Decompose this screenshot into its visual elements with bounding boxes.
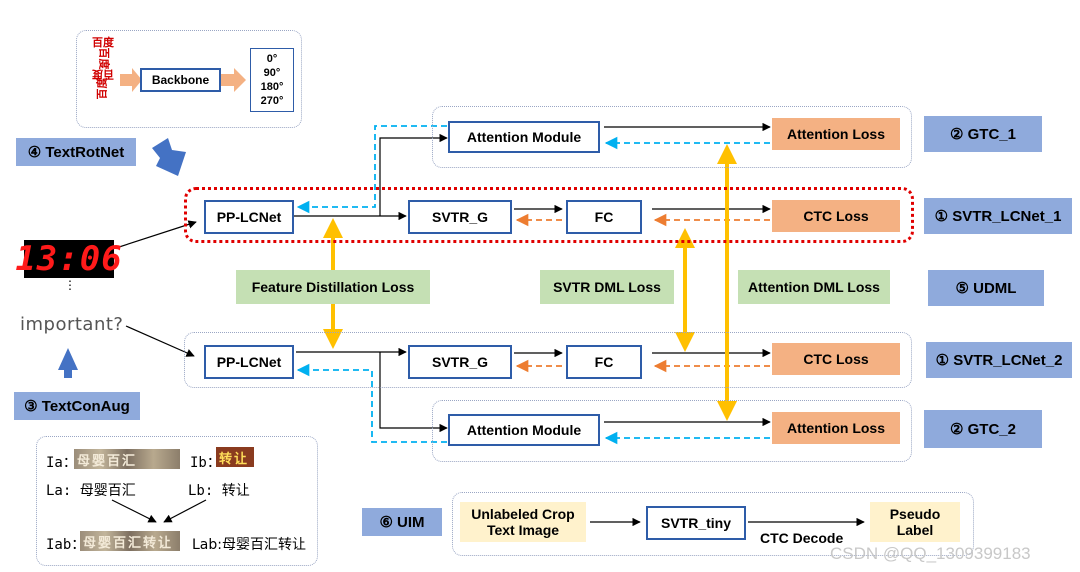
- ib-label: Ib：: [190, 455, 221, 471]
- uim-tag: ⑥ UIM: [362, 508, 442, 536]
- gtc2-tag: ② GTC_2: [924, 410, 1042, 448]
- b2-fc: FC: [566, 345, 642, 379]
- important-image: important?: [20, 314, 124, 335]
- uim-pseudo-label-box: Pseudo Label: [870, 502, 960, 542]
- uim-panel: [452, 492, 974, 556]
- sample-0deg: 百度: [92, 37, 114, 49]
- clock-to-pplcnet1: [115, 220, 197, 249]
- iab-sample-image: 母婴百汇转让: [80, 531, 180, 551]
- uim-input-box: Unlabeled Crop Text Image: [460, 502, 586, 542]
- b1-svtr-g: SVTR_G: [408, 200, 512, 234]
- ib-sample-image: 转让: [216, 447, 254, 467]
- ia-to-iab-arrow: [111, 499, 157, 523]
- ellipsis-icon: ⋮: [64, 278, 76, 292]
- la-label: La: 母婴百汇: [46, 483, 136, 499]
- watermark-text: CSDN @QQ_1309399183: [830, 544, 1031, 563]
- uim-ctc-decode-label: CTC Decode: [760, 530, 844, 546]
- b1-attn-back: [296, 125, 447, 214]
- b2-ctc-loss: CTC Loss: [772, 343, 900, 375]
- angle-90: 90°: [263, 67, 281, 79]
- angle-270: 270°: [260, 95, 284, 107]
- important-to-pplcnet2: [125, 325, 195, 357]
- b1-attention-module: Attention Module: [448, 121, 600, 153]
- gtc1-tag: ② GTC_1: [924, 116, 1042, 152]
- svtr-dml-label: SVTR DML Loss: [540, 270, 674, 304]
- clock-image: 13:06: [15, 239, 123, 279]
- b2-pp-lcnet: PP-LCNet: [204, 345, 294, 379]
- svtr-lcnet1-tag: ① SVTR_LCNet_1: [924, 198, 1072, 234]
- attention-dml-label: Attention DML Loss: [738, 270, 890, 304]
- ia-sample-image: 母婴百汇: [74, 449, 180, 469]
- b1-fc: FC: [566, 200, 642, 234]
- svtr-lcnet1-highlight: [184, 187, 914, 243]
- lab-label: Lab:母婴百汇转让: [192, 537, 306, 553]
- b1-attention-loss: Attention Loss: [772, 118, 900, 150]
- rotnet-to-branch-arrow: [152, 138, 186, 176]
- b2-svtr-g: SVTR_G: [408, 345, 512, 379]
- ia-label: Ia：: [46, 455, 77, 471]
- lb-label: Lb: 转让: [188, 483, 250, 499]
- conaug-up-arrow: [58, 348, 78, 378]
- b1-pp-lcnet: PP-LCNet: [204, 200, 294, 234]
- angle-box: 0° 90° 180° 270°: [250, 48, 294, 112]
- feature-distillation-label: Feature Distillation Loss: [236, 270, 430, 304]
- rot-arrow-2: [221, 68, 246, 92]
- angle-0: 0°: [266, 53, 278, 65]
- b2-attn-back: [296, 363, 447, 443]
- sample-270deg: 百度: [96, 77, 109, 100]
- rot-arrow-1: [120, 68, 142, 92]
- b1-pp-to-attention: [379, 133, 448, 216]
- gtc1-region: [432, 106, 912, 168]
- b2-attention-module: Attention Module: [448, 414, 600, 446]
- iab-label: Iab：: [46, 537, 86, 553]
- b1-ctc-loss: CTC Loss: [772, 200, 900, 232]
- backbone-box: Backbone: [140, 68, 221, 92]
- textrotnet-tag: ④ TextRotNet: [16, 138, 136, 166]
- textconaug-tag: ③ TextConAug: [14, 392, 140, 420]
- uim-svtr-tiny: SVTR_tiny: [646, 506, 746, 540]
- ib-to-iab-arrow: [163, 499, 207, 523]
- textrotnet-panel: [76, 30, 302, 128]
- svtr-lcnet2-tag: ① SVTR_LCNet_2: [926, 342, 1072, 378]
- angle-180: 180°: [260, 81, 284, 93]
- udml-tag: ⑤ UDML: [928, 270, 1044, 306]
- rotated-samples: 百度 百度 百度 百度: [86, 38, 120, 122]
- b2-pp-to-attention: [379, 352, 448, 433]
- svtr-lcnet2-region: [184, 332, 912, 388]
- b2-attention-loss: Attention Loss: [772, 412, 900, 444]
- gtc2-region: [432, 400, 912, 462]
- textconaug-panel: [36, 436, 318, 566]
